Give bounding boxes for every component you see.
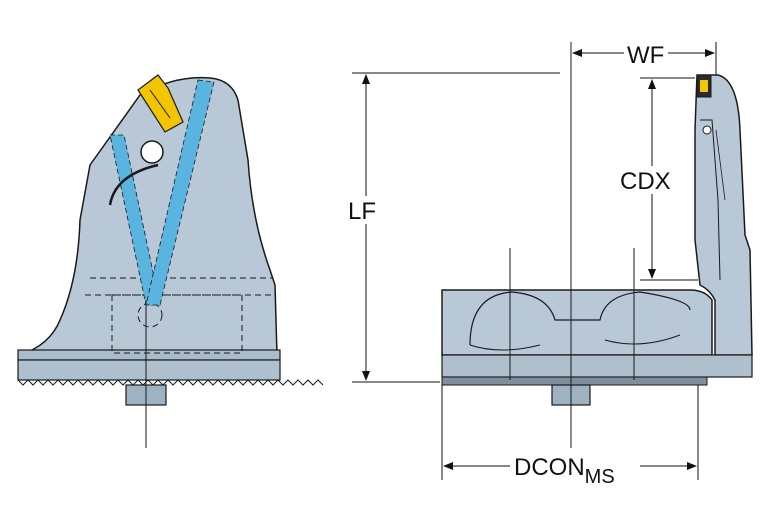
front-view [17, 74, 324, 448]
front-view-serration [17, 359, 281, 381]
side-view-insert-yellow [700, 80, 708, 92]
side-view-serration [441, 376, 708, 386]
side-view-lobe-lower2 [604, 334, 681, 345]
front-view-teeth [17, 379, 324, 386]
front-view-hole [140, 140, 164, 164]
coolant-channel-icon [109, 79, 215, 306]
side-view-lobe-lower [469, 344, 541, 351]
side-view-base-band [441, 354, 753, 378]
side-view-body [441, 289, 713, 356]
dimension-label-dcon-main: DCON [514, 454, 585, 481]
lf-label-bg [346, 196, 384, 224]
front-view-body [19, 76, 278, 356]
side-view [441, 42, 753, 448]
dimension-label-dcon: DCONMS [514, 454, 615, 488]
insert-yellow-icon [137, 74, 184, 133]
side-view-arm-hole [702, 125, 712, 135]
side-view-centerlines [509, 42, 635, 448]
dimension-label-wf: WF [627, 42, 664, 69]
side-view-arm-inner [700, 119, 721, 281]
dimension-label-lf: LF [348, 198, 376, 225]
front-view-base-band [17, 349, 281, 361]
side-view-arm-inner2 [715, 129, 726, 201]
side-view-lobes [469, 291, 691, 346]
dcon-label-bg [510, 452, 640, 488]
wf-label-bg [624, 42, 668, 66]
dimension-label-dcon-sub: MS [585, 466, 615, 488]
front-view-hose [108, 163, 159, 206]
dimension-label-cdx: CDX [620, 168, 671, 195]
front-view-hidden-lines [85, 277, 272, 354]
cdx-label-bg [616, 166, 682, 194]
dimensions [352, 42, 717, 480]
